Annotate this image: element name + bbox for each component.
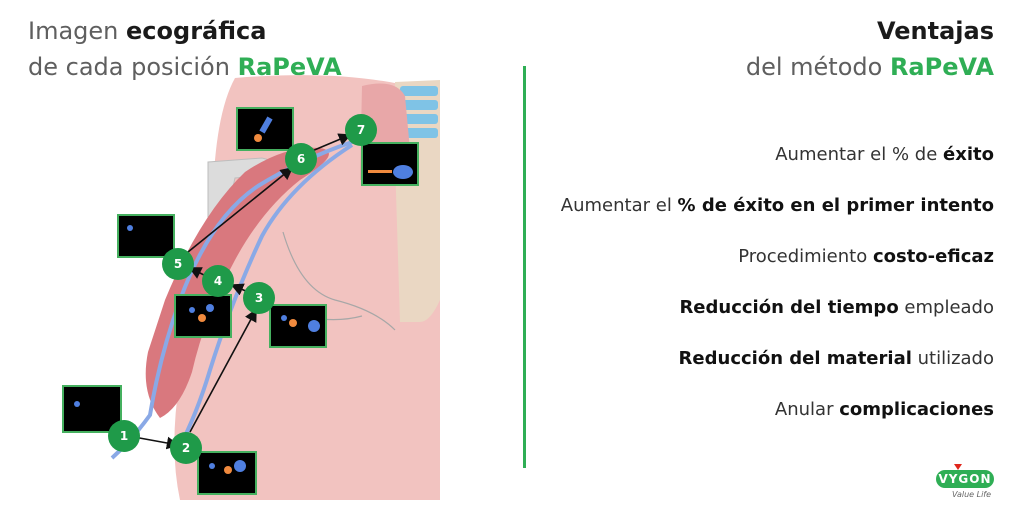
advantage-bold: Reducción del tiempo	[679, 297, 899, 318]
spine-segment	[400, 114, 438, 124]
left-title-line-1: Imagen ecográfica	[28, 16, 266, 46]
left-title-bold-1: ecográfica	[126, 17, 267, 45]
left-title-normal-1: Imagen	[28, 17, 119, 45]
position-number: 6	[297, 152, 305, 166]
right-title-accent: RaPeVA	[889, 53, 994, 81]
position-marker-5: 5	[162, 248, 194, 280]
position-marker-2: 2	[170, 432, 202, 464]
spine-segment	[400, 128, 438, 138]
advantage-text: utilizado	[911, 348, 994, 369]
right-title-line-1: Ventajas	[877, 16, 994, 46]
advantage-item: Aumentar el % de éxito en el primer inte…	[561, 194, 994, 218]
left-title-normal-2: de cada posición	[28, 53, 230, 81]
arm-muscle	[145, 147, 329, 418]
advantage-item: Aumentar el % de éxito	[775, 143, 994, 167]
chest-contour	[282, 231, 396, 331]
rapeva-anatomy-diagram: 1 2 3 4 5 6 7	[62, 75, 440, 500]
position-number: 5	[174, 257, 182, 271]
right-title-line-2: del método RaPeVA	[746, 52, 994, 82]
position-number: 7	[357, 123, 365, 137]
advantage-text: Procedimiento	[738, 246, 873, 267]
ultrasound-image-7	[361, 142, 419, 186]
advantage-bold: Reducción del material	[678, 348, 912, 369]
arrow-5-6	[187, 166, 294, 253]
ultrasound-image-3	[269, 304, 327, 348]
arrow-6-7	[311, 133, 352, 152]
logo-tagline: Value Life	[952, 490, 992, 499]
advantage-item: Reducción del tiempo empleado	[679, 296, 994, 320]
advantage-item: Anular complicaciones	[775, 398, 994, 422]
advantage-text: Aumentar el	[560, 195, 678, 216]
ultrasound-image-4	[174, 294, 232, 338]
logo-triangle-icon	[954, 464, 962, 470]
advantage-text: empleado	[898, 297, 994, 318]
position-marker-6: 6	[285, 143, 317, 175]
right-title-bold: Ventajas	[877, 17, 994, 45]
advantage-text: Aumentar el % de	[775, 144, 944, 165]
advantage-item: Reducción del material utilizado	[679, 347, 994, 371]
vygon-logo: VYGON Value Life	[936, 464, 1000, 506]
ultrasound-image-5	[117, 214, 175, 258]
ultrasound-image-2	[197, 451, 257, 495]
advantage-text: Anular	[774, 399, 840, 420]
spine-segment	[400, 100, 438, 110]
advantage-bold: % de éxito en el primer intento	[677, 195, 994, 216]
ultrasound-image-1	[62, 385, 122, 433]
spine-segment	[400, 86, 438, 96]
advantage-bold: éxito	[943, 144, 994, 165]
advantage-item: Procedimiento costo-eficaz	[738, 245, 994, 269]
position-number: 2	[182, 441, 190, 455]
advantage-bold: complicaciones	[839, 399, 994, 420]
vertical-divider	[523, 66, 526, 468]
position-number: 3	[255, 291, 263, 305]
position-marker-3: 3	[243, 282, 275, 314]
position-marker-7: 7	[345, 114, 377, 146]
position-marker-1: 1	[108, 420, 140, 452]
logo-wordmark: VYGON	[936, 470, 994, 488]
advantage-bold: costo-eficaz	[872, 246, 994, 267]
position-marker-4: 4	[202, 265, 234, 297]
position-number: 4	[214, 274, 222, 288]
ultrasound-image-6	[236, 107, 294, 151]
right-title-normal: del método	[745, 53, 883, 81]
position-number: 1	[120, 429, 128, 443]
arrow-2-3	[189, 308, 257, 433]
